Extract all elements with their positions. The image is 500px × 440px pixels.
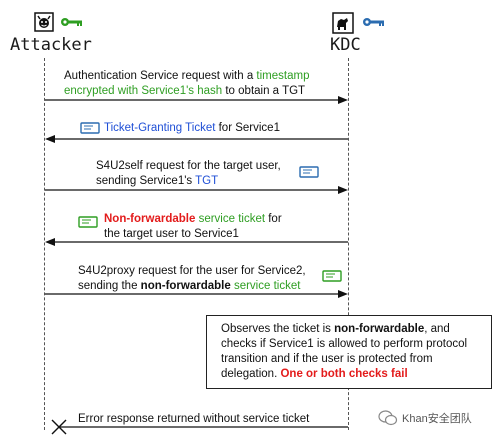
message-1: Authentication Service request with a ti…: [64, 70, 310, 97]
watermark: Khan安全团队: [378, 410, 472, 426]
message-3: S4U2self request for the target user, se…: [96, 160, 281, 187]
message-5: S4U2proxy request for the user for Servi…: [78, 265, 306, 292]
kdc-label: KDC: [330, 35, 361, 55]
attacker-lifeline: [44, 58, 45, 430]
message-4: Non-forwardable service ticket for the t…: [104, 213, 282, 240]
blue-key-icon: [362, 15, 386, 33]
arrowhead-4: [45, 238, 55, 246]
cross-mark-icon: [51, 419, 67, 435]
attacker-label: Attacker: [10, 35, 92, 55]
dog-server-icon: [332, 12, 354, 39]
message-6: Error response returned without service …: [78, 413, 310, 425]
green-ticket-icon: [78, 215, 98, 233]
green-ticket-icon: [322, 269, 342, 287]
blue-ticket-icon: [80, 121, 100, 139]
watermark-text: Khan安全团队: [402, 413, 472, 425]
blue-ticket-icon: [299, 165, 319, 183]
green-key-icon: [60, 15, 84, 33]
devil-face-icon: [34, 12, 54, 37]
arrowhead-3: [338, 186, 348, 194]
wechat-icon: [378, 410, 398, 426]
arrowhead-1: [338, 96, 348, 104]
kdc-check-note: Observes the ticket is non-forwardable, …: [206, 315, 492, 389]
arrowhead-5: [338, 290, 348, 298]
message-2: Ticket-Granting Ticket for Service1: [104, 122, 280, 134]
kdc-lifeline: [348, 58, 349, 430]
arrowhead-2: [45, 135, 55, 143]
